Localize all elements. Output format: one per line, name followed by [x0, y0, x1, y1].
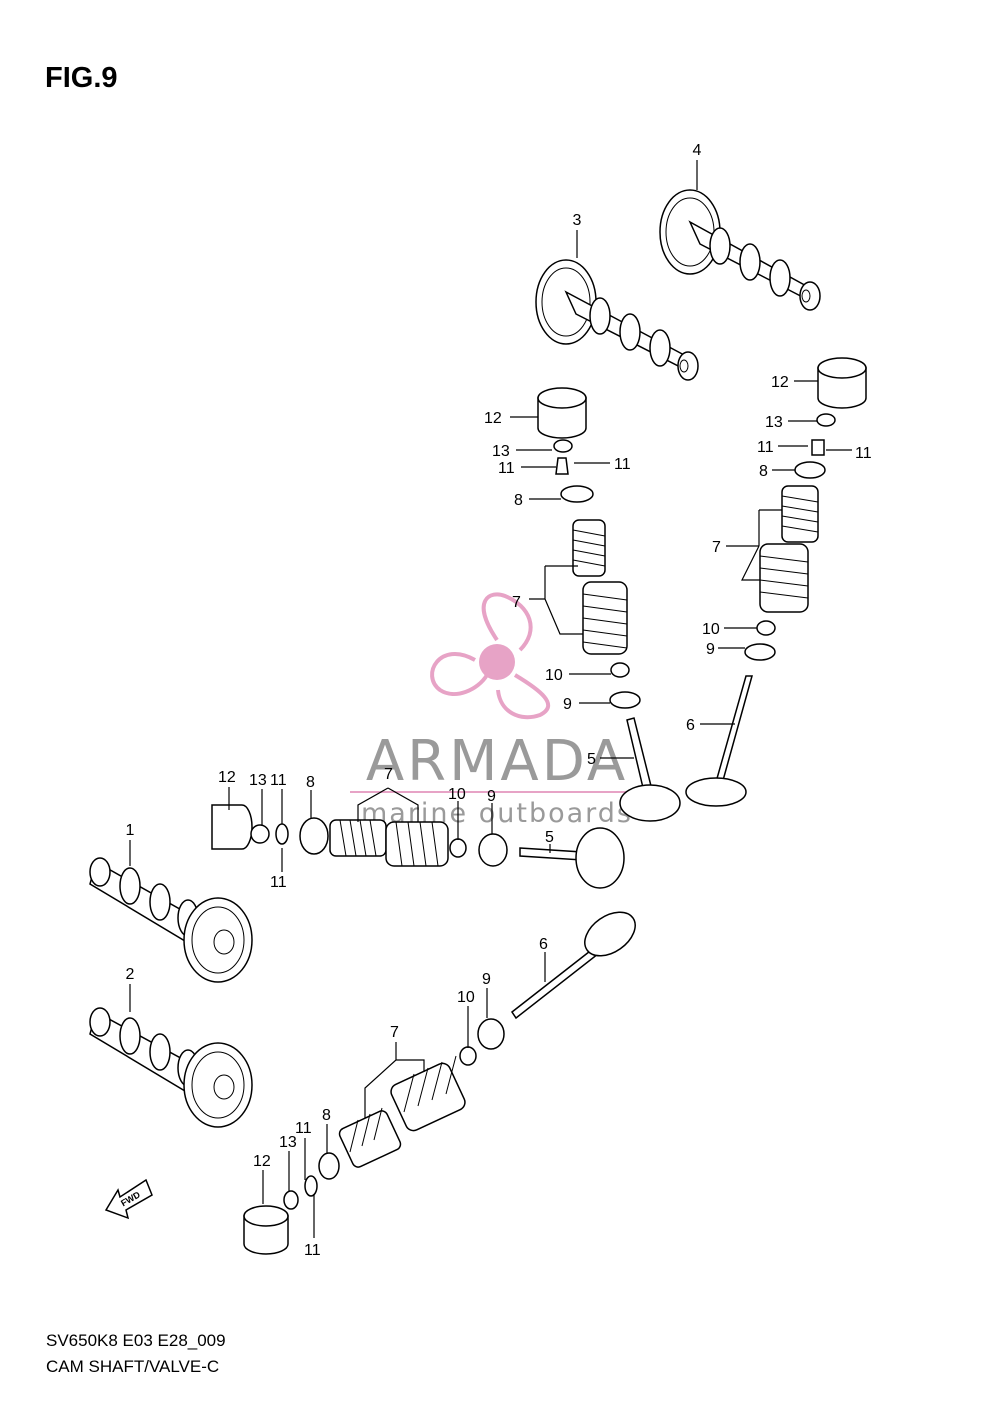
- propeller-hub-icon: [479, 644, 515, 680]
- callout-13a: 13: [492, 443, 510, 460]
- callout-labels: 4 3 1 2 12 13 11 11 8 7 10 9 5 12 13 11 …: [126, 142, 872, 1259]
- callout-11e: 11: [270, 772, 287, 789]
- callout-10b: 10: [702, 621, 720, 638]
- callout-11b: 11: [614, 456, 631, 473]
- callout-11d: 11: [855, 445, 872, 462]
- callout-11c: 11: [757, 439, 774, 456]
- callout-10d: 10: [457, 989, 475, 1006]
- callout-5a: 5: [587, 751, 596, 768]
- camshaft-1: [89, 857, 253, 983]
- camshaft-2: [89, 1007, 253, 1128]
- camshaft-3: [535, 259, 699, 381]
- valve-train-a: [537, 387, 681, 822]
- callout-1: 1: [126, 822, 135, 839]
- watermark-brand: ARMADA: [366, 729, 628, 794]
- callout-7a: 7: [512, 594, 521, 611]
- callout-3: 3: [573, 212, 582, 229]
- callout-10a: 10: [545, 667, 563, 684]
- callout-4: 4: [693, 142, 702, 159]
- callout-13b: 13: [765, 414, 783, 431]
- callout-11g: 11: [295, 1120, 312, 1137]
- figure-title: FIG.9: [45, 62, 118, 94]
- valve-train-b: [685, 357, 867, 807]
- callout-12d: 12: [253, 1153, 271, 1170]
- leader-lines: [129, 160, 852, 1238]
- callout-12c: 12: [218, 769, 236, 786]
- callout-11f: 11: [270, 874, 287, 891]
- callout-9d: 9: [482, 971, 491, 988]
- callout-7d: 7: [390, 1024, 399, 1041]
- callout-2: 2: [126, 966, 135, 983]
- callout-10c: 10: [448, 786, 466, 803]
- callout-13c: 13: [249, 772, 267, 789]
- propeller-icon: [430, 592, 550, 720]
- callout-7c: 7: [384, 766, 393, 783]
- callout-9c: 9: [487, 788, 496, 805]
- figure-name: CAM SHAFT/VALVE-C: [46, 1357, 220, 1376]
- callout-11a: 11: [498, 460, 515, 477]
- callout-6a: 6: [686, 717, 695, 734]
- camshaft-4: [659, 189, 821, 311]
- figure-code: SV650K8 E03 E28_009: [46, 1331, 226, 1350]
- callout-8c: 8: [306, 774, 315, 791]
- callout-8d: 8: [322, 1107, 331, 1124]
- callout-7b: 7: [712, 539, 721, 556]
- callout-12b: 12: [771, 374, 789, 391]
- valve-train-d: [243, 911, 636, 1255]
- callout-9b: 9: [706, 641, 715, 658]
- callout-5b: 5: [545, 829, 554, 846]
- callout-6b: 6: [539, 936, 548, 953]
- callout-9a: 9: [563, 696, 572, 713]
- callout-8a: 8: [514, 492, 523, 509]
- callout-12a: 12: [484, 410, 502, 427]
- callout-13d: 13: [279, 1134, 297, 1151]
- callout-8b: 8: [759, 463, 768, 480]
- callout-11h: 11: [304, 1242, 321, 1259]
- forward-direction-arrow: FWD: [104, 1178, 153, 1220]
- valve-train-c: [211, 804, 625, 889]
